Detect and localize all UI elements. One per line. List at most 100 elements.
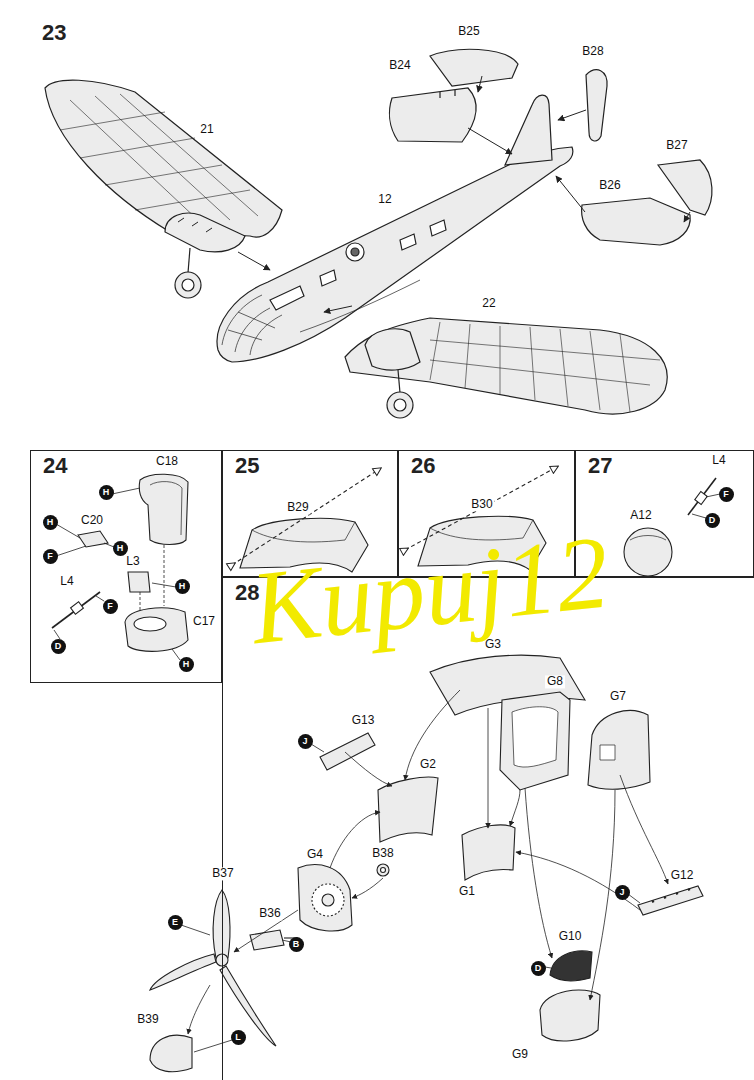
color-callout: F [43,549,58,564]
fuselage [351,248,359,256]
assembly-arrow [238,252,352,312]
color-letter: D [709,516,716,525]
color-letter: H [117,544,124,553]
color-letter: D [55,642,62,651]
step-number: 27 [588,455,612,477]
part-number: G8 [545,675,565,688]
left-wing [165,213,245,252]
assembly-arrow [324,306,352,312]
canopy-part [232,470,378,572]
right-wing [345,318,667,418]
part-number: G9 [510,1048,530,1061]
propeller [213,890,230,958]
left-wing [175,272,201,298]
stabilizer-right [684,212,690,222]
step-panel: 28JEBDJL [222,577,754,1080]
leader-line [112,488,140,494]
color-callout: J [298,734,313,749]
stabilizer-left [430,49,518,86]
turret-dome [624,478,720,576]
seat-parts [52,474,188,651]
seat-parts [52,592,100,628]
engine-parts [250,930,284,950]
color-callout: L [231,1030,246,1045]
part-number: 22 [480,297,497,310]
part-number: G10 [557,930,584,943]
step-number: 24 [43,455,67,477]
right-wing [398,370,400,393]
assembly-line [234,910,298,952]
seat-parts [139,474,188,544]
assembly-line [311,744,324,752]
step-panel: 26 [398,450,575,577]
stabilizer-right [556,160,712,245]
step-number: 26 [411,455,435,477]
assembly-line [194,1040,232,1052]
color-callout: H [179,657,194,672]
part-number: C20 [79,514,105,527]
engine-parts [298,865,352,931]
step-panel: 25 [222,450,398,577]
part-number: B30 [469,498,494,511]
engine-parts [462,825,515,880]
engine-parts [588,711,650,790]
color-callout: J [615,885,630,900]
part-number: G1 [457,885,477,898]
part-number: B27 [664,139,689,152]
engine-parts [500,692,570,790]
canopy-part [252,522,355,542]
engine-parts [320,733,375,770]
assembly-line [181,925,210,935]
assembly-line [590,790,615,1000]
color-callout: F [719,487,734,502]
turret-dome [692,514,706,518]
turret-dome [624,528,672,576]
color-letter: F [47,552,53,561]
color-callout: D [705,513,720,528]
left-wing [45,80,282,237]
engine-parts [322,894,334,906]
canopy-part [418,516,546,570]
assembly-line [181,690,668,1052]
turret-dome [688,478,716,515]
color-callout: D [51,639,66,654]
leader-line [56,546,86,556]
color-callout: H [99,485,114,500]
stabilizer-left [468,128,512,154]
seat-parts [78,531,108,547]
color-callout: E [168,915,183,930]
leader-line [172,649,180,660]
color-callout: F [103,599,118,614]
color-letter: H [103,488,110,497]
part-number: 21 [198,123,215,136]
leader-line [56,524,80,538]
part-number: C18 [154,455,180,468]
turret-dome [630,536,666,541]
part-number: B28 [580,45,605,58]
assembly-arrow [238,252,270,270]
propeller [220,966,276,1046]
color-letter: B [293,940,300,949]
stabilizer-left [478,76,482,92]
assembly-line [352,878,383,898]
color-letter: J [619,888,624,897]
stabilizer-left [390,88,476,142]
part-number: G12 [669,869,696,882]
engine-parts [312,884,344,916]
right-wing [430,322,660,412]
engine-parts [638,886,703,915]
tail-fin [505,70,607,165]
assembly-line [510,790,520,826]
stabilizer-left [390,49,518,154]
color-letter: L [235,1033,241,1042]
canopy-part [232,470,378,565]
assembly-line [188,985,210,1034]
fuselage [270,286,304,310]
fuselage [346,243,364,261]
assembly-line [345,752,392,786]
fuselage [320,220,446,286]
color-callout: B [289,937,304,952]
engine-parts [378,777,438,842]
